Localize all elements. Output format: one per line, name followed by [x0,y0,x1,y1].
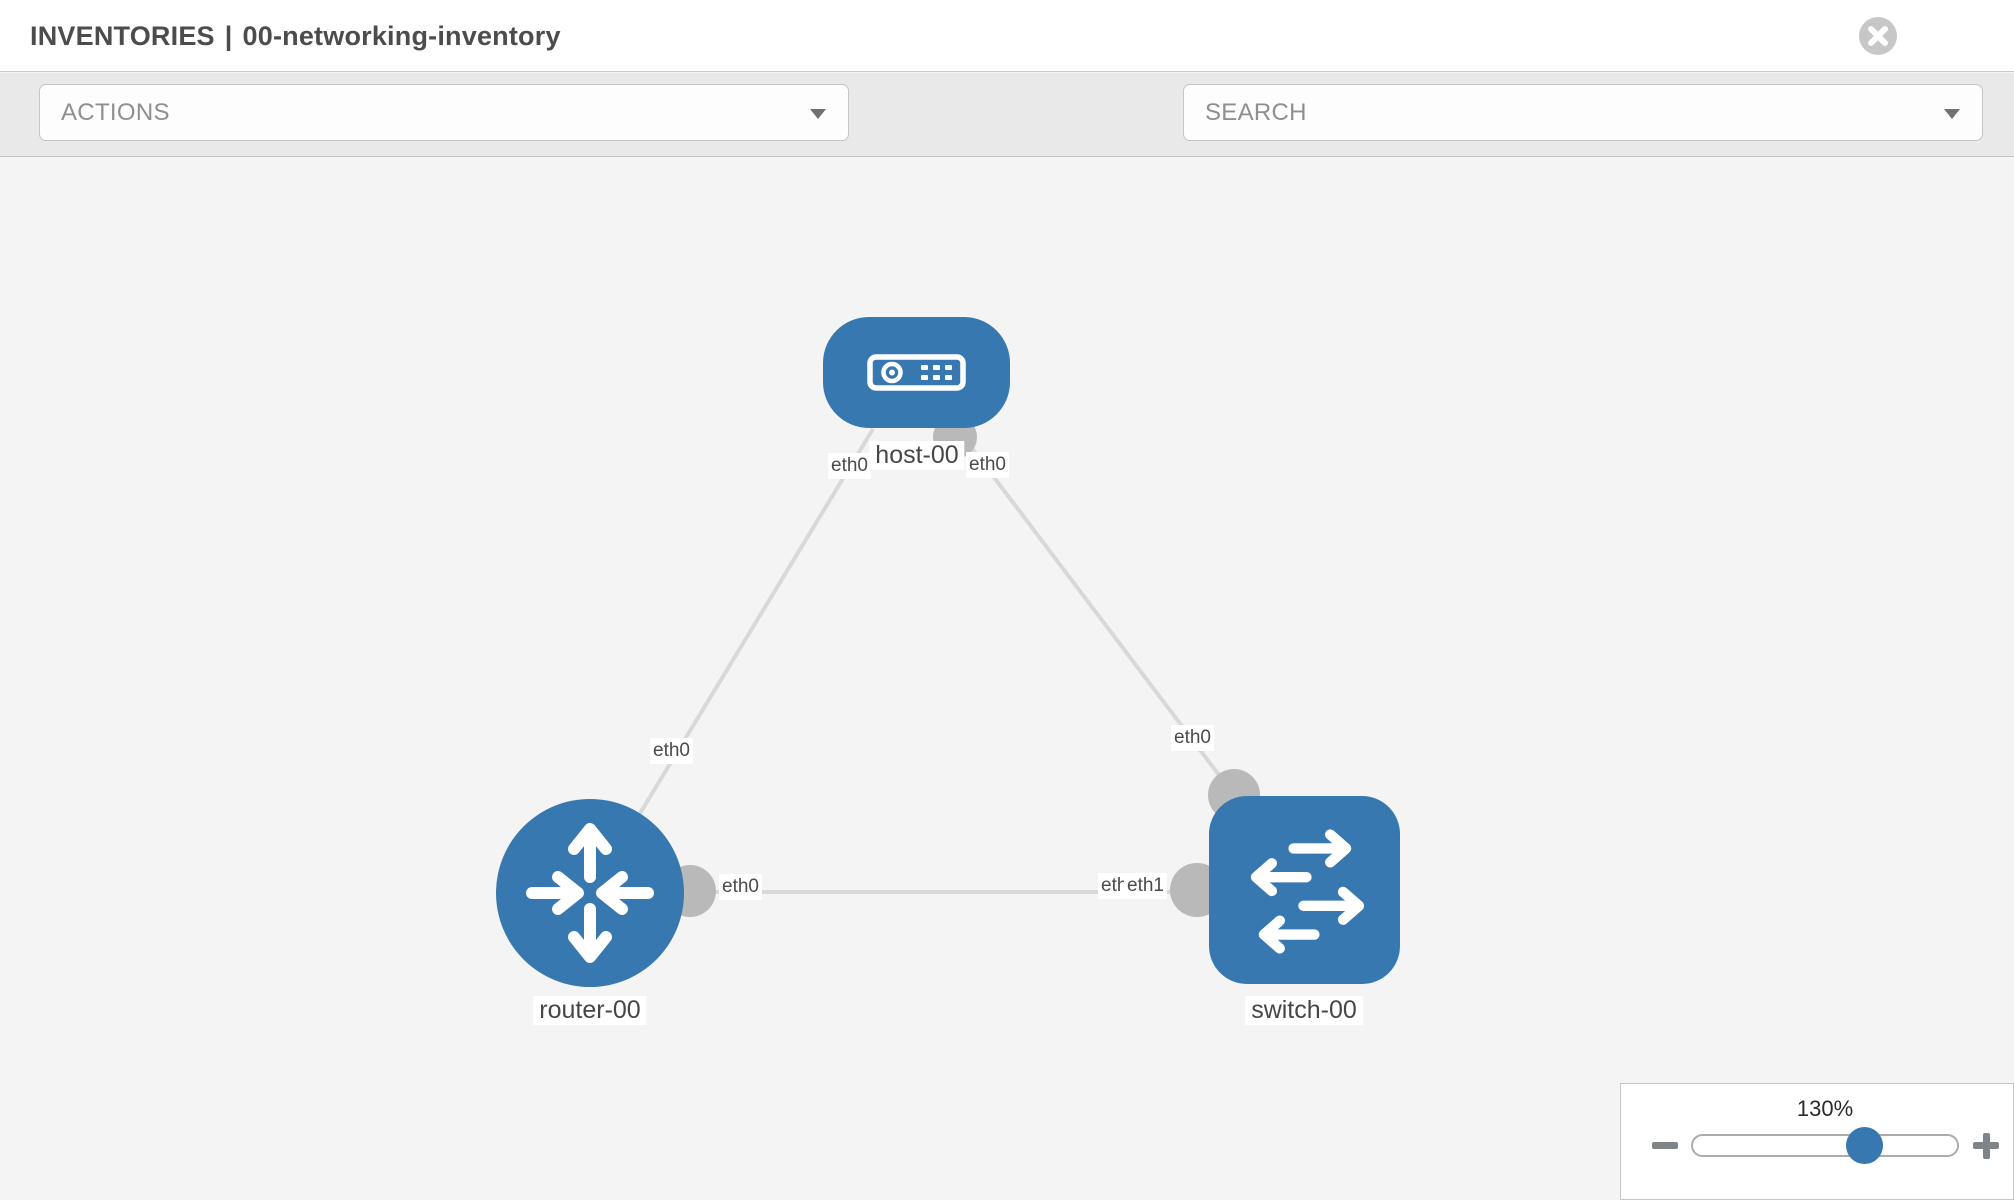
page-title-separator: | [224,21,233,51]
toolbar: ACTIONS SEARCH [0,73,2014,208]
page-title-inventory-name: 00-networking-inventory [242,21,561,51]
page-title: INVENTORIES | 00-networking-inventory [30,0,561,72]
page-title-section: INVENTORIES [30,21,215,51]
interface-label-router00-eth0-up: eth0 [650,738,693,764]
server-icon [867,354,966,391]
zoom-out-button[interactable] [1648,1128,1682,1162]
node-switch-00[interactable] [1209,796,1400,984]
search-dropdown[interactable]: SEARCH [1183,84,1983,141]
zoom-level-value: 130% [1796,1096,1854,1121]
close-icon [1859,17,1897,55]
node-host-00[interactable] [823,317,1010,428]
switch-exchange-arrows-icon [1250,829,1365,954]
zoom-slider-track[interactable] [1691,1134,1959,1157]
zoom-slider-knob[interactable] [1846,1127,1883,1164]
close-button[interactable] [1858,16,1898,56]
actions-dropdown-label: ACTIONS [61,99,170,126]
interface-label-switch00-eth0-up: eth0 [1171,725,1214,751]
zoom-in-button[interactable] [1969,1128,2003,1162]
router-crossed-arrows-icon [526,823,654,963]
chevron-down-icon [810,109,826,119]
topology-canvas[interactable]: host-00 router-00 switch-00 eth0 eth0 et… [0,158,2014,1200]
minus-icon [1652,1142,1678,1149]
node-label-switch-00: switch-00 [1245,996,1363,1025]
plus-icon [1982,1132,1990,1159]
node-label-host-00: host-00 [869,441,965,470]
search-dropdown-label: SEARCH [1205,99,1307,126]
interface-label-host00-eth0-right: eth0 [966,452,1009,478]
interface-label-router00-eth0: eth0 [719,874,762,900]
interface-label-host00-eth0-left: eth0 [828,453,871,479]
header: INVENTORIES | 00-networking-inventory [0,0,2014,72]
zoom-panel: 130% [1620,1083,2014,1200]
node-router-00[interactable] [496,799,684,987]
interface-label-switch00-eth1: eth1 [1124,873,1167,899]
chevron-down-icon [1944,109,1960,119]
node-label-router-00: router-00 [533,996,647,1025]
actions-dropdown[interactable]: ACTIONS [39,84,849,141]
